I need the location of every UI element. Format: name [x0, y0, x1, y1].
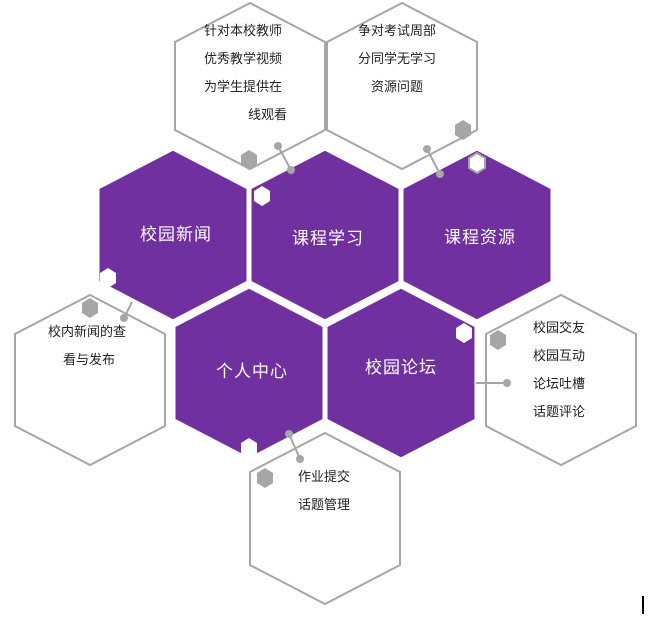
desc-forum-features-line: 论坛吐槽 [533, 377, 585, 392]
hex-desc-news-publish [14, 293, 166, 467]
desc-news-publish-line: 看与发布 [63, 352, 115, 368]
hex-module-course[interactable] [248, 147, 402, 323]
module-title-personal: 个人中心 [216, 362, 288, 382]
hex-module-forum[interactable] [324, 285, 478, 461]
desc-forum-features-line: 话题评论 [533, 405, 585, 420]
small-white-hex-icon [241, 438, 257, 458]
hex-module-news[interactable] [96, 147, 250, 323]
small-gray-hex-icon [82, 298, 98, 318]
desc-exam-resources-line: 争对考试周部 [358, 24, 436, 39]
module-title-forum: 校园论坛 [365, 358, 437, 378]
connector-homework [285, 430, 304, 463]
small-gray-hex-icon [241, 150, 257, 170]
desc-teacher-video-line: 针对本校教师 [204, 23, 282, 39]
module-title-resource: 课程资源 [444, 228, 516, 248]
connector-forum-features [476, 379, 511, 387]
text-cursor [642, 596, 644, 614]
desc-forum-features-line: 校园互动 [533, 348, 585, 364]
desc-teacher-video-line: 为学生提供在 [204, 79, 282, 95]
small-white-hex-icon [100, 268, 116, 288]
hex-module-resource[interactable] [400, 147, 554, 323]
desc-exam-resources-line: 资源问题 [371, 80, 423, 95]
desc-news-publish-line: 校内新闻的查 [48, 324, 126, 340]
connector-exam-resources [423, 145, 444, 178]
desc-exam-resources-line: 分同学无学习 [358, 51, 436, 67]
desc-forum-features-line: 校园交友 [533, 320, 585, 336]
desc-homework-line: 话题管理 [298, 498, 350, 513]
desc-teacher-video-line: 优秀教学视频 [204, 51, 282, 67]
small-white-hex-icon [468, 151, 486, 175]
module-title-course: 课程学习 [292, 229, 364, 249]
hex-desc-forum-features [485, 293, 637, 467]
hex-module-personal[interactable] [172, 285, 326, 461]
hex-desc-exam-resources [326, 1, 478, 171]
connector-news-publish [120, 301, 133, 322]
small-gray-hex-icon [490, 330, 506, 350]
small-gray-hex-icon [455, 120, 471, 140]
small-gray-hex-icon [257, 468, 273, 488]
small-white-hex-icon [456, 323, 472, 343]
hex-desc-homework [249, 431, 401, 606]
desc-teacher-video-line: 线观看 [248, 107, 287, 123]
desc-homework-line: 作业提交 [298, 469, 350, 485]
module-title-news: 校园新闻 [140, 225, 212, 245]
small-white-hex-icon [254, 186, 270, 206]
connector-teacher-video [274, 142, 295, 174]
